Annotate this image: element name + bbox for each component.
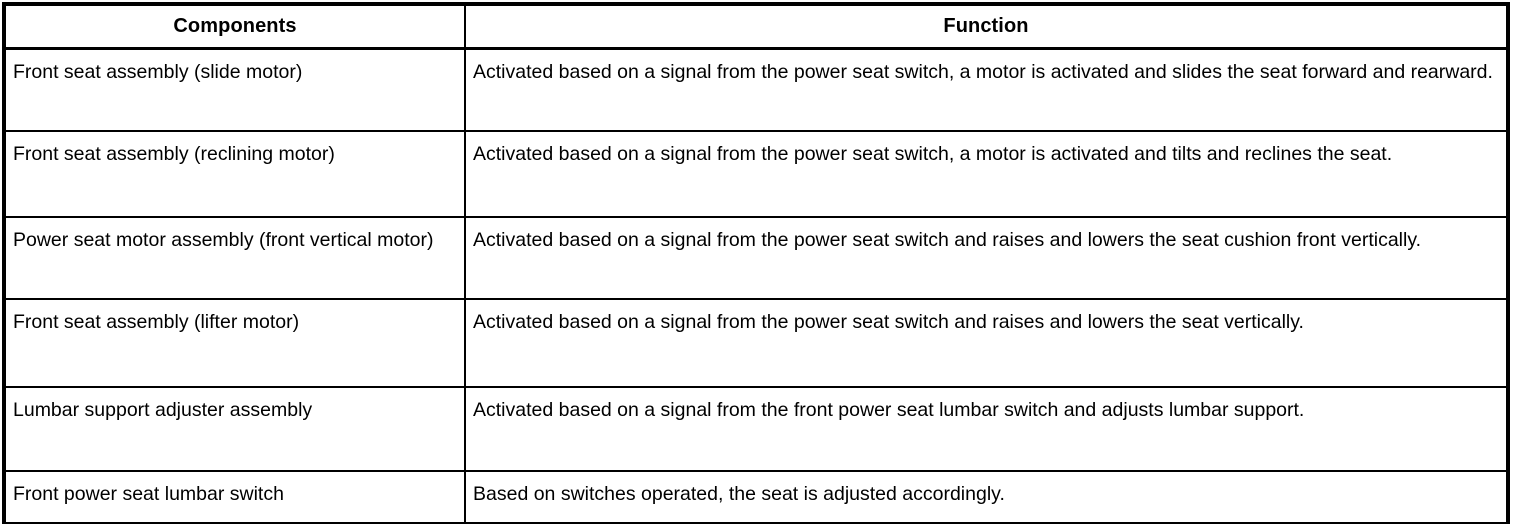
table-row: Power seat motor assembly (front vertica… [4,216,1508,300]
cell-function: Activated based on a signal from the fro… [464,386,1508,472]
cell-component: Lumbar support adjuster assembly [4,386,466,472]
cell-component: Power seat motor assembly (front vertica… [4,216,466,300]
table-body: Front seat assembly (slide motor) Activa… [4,47,1508,524]
column-header-components: Components [4,4,466,50]
cell-component: Front power seat lumbar switch [4,470,466,524]
column-header-function: Function [464,4,1508,50]
table-header-row: Components Function [4,4,1508,50]
cell-component: Front seat assembly (slide motor) [4,47,466,132]
table-row: Lumbar support adjuster assembly Activat… [4,386,1508,472]
table-row: Front seat assembly (reclining motor) Ac… [4,130,1508,218]
cell-function: Based on switches operated, the seat is … [464,470,1508,524]
cell-component: Front seat assembly (lifter motor) [4,298,466,388]
cell-function: Activated based on a signal from the pow… [464,130,1508,218]
table-header: Components Function [4,4,1508,50]
cell-function: Activated based on a signal from the pow… [464,47,1508,132]
cell-function: Activated based on a signal from the pow… [464,216,1508,300]
table-row: Front power seat lumbar switch Based on … [4,470,1508,524]
table-row: Front seat assembly (slide motor) Activa… [4,47,1508,132]
table-row: Front seat assembly (lifter motor) Activ… [4,298,1508,388]
cell-component: Front seat assembly (reclining motor) [4,130,466,218]
cell-function: Activated based on a signal from the pow… [464,298,1508,388]
